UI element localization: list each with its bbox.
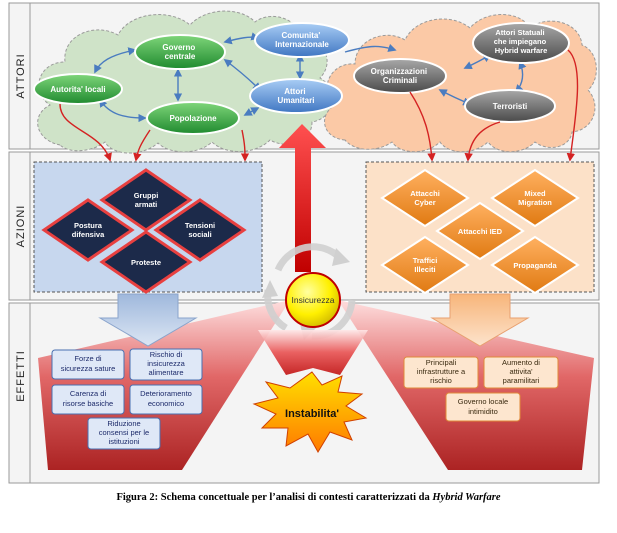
right-down-arrow (430, 293, 530, 347)
svg-text:Insicurezza: Insicurezza (292, 295, 335, 305)
section-label-actions: AZIONI (15, 205, 27, 248)
svg-text:Autorita' locali: Autorita' locali (50, 85, 105, 94)
svg-text:Attori Umanitari: Attori Umanitari (278, 87, 315, 105)
section-label-actors: ATTORI (15, 53, 27, 98)
left-down-arrow (98, 293, 198, 347)
actor-attori-statuali: Attori Statuali che impiegano Hybrid war… (472, 22, 570, 64)
actor-popolazione: Popolazione (146, 101, 240, 135)
actions-left-diamonds (41, 168, 247, 294)
action-attacchi-ied: Attacchi IED (458, 227, 503, 236)
actor-terroristi: Terroristi (464, 89, 556, 123)
caption-text: Figura 2: Schema concettuale per l’anali… (116, 492, 433, 503)
actions-right-diamonds (380, 168, 580, 295)
actor-organizzazioni-criminali: Organizzazioni Criminali (353, 58, 447, 94)
svg-text:Terroristi: Terroristi (493, 102, 528, 111)
central-down-wedge (258, 330, 368, 375)
svg-text:Organizzazioni Criminali: Organizzazioni Criminali (371, 67, 430, 85)
action-proteste: Proteste (131, 258, 161, 267)
central-up-arrow (279, 124, 326, 272)
actor-governo-centrale: Governo centrale (134, 34, 226, 70)
svg-text:Instabilita': Instabilita' (285, 408, 339, 420)
svg-text:Comunita' Internazionale: Comunita' Internazionale (275, 31, 329, 49)
section-label-effects: EFFETTI (15, 350, 27, 402)
caption-italic: Hybrid Warfare (432, 492, 501, 503)
actor-autorita-locali: Autorita' locali (33, 73, 123, 105)
insicurezza-node: Insicurezza (285, 272, 341, 328)
svg-text:Attori Statuali che impi: Attori Statuali che impiegano Hybrid war… (494, 28, 549, 55)
figure-caption: Figura 2: Schema concettuale per l’anali… (0, 492, 617, 503)
svg-text:Popolazione: Popolazione (169, 114, 217, 123)
hybrid-warfare-diagram: ATTORI AZIONI EFFETTI Governo centrale C… (8, 2, 600, 484)
actor-comunita-internazionale: Comunita' Internazionale (254, 22, 350, 58)
actor-attori-umanitari: Attori Umanitari (249, 78, 343, 114)
svg-text:Governo centrale: Governo centrale (162, 43, 197, 61)
actor-to-action-arrows (59, 49, 579, 162)
instabilita-node: Instabilita' (252, 371, 368, 453)
action-propaganda: Propaganda (513, 261, 557, 270)
